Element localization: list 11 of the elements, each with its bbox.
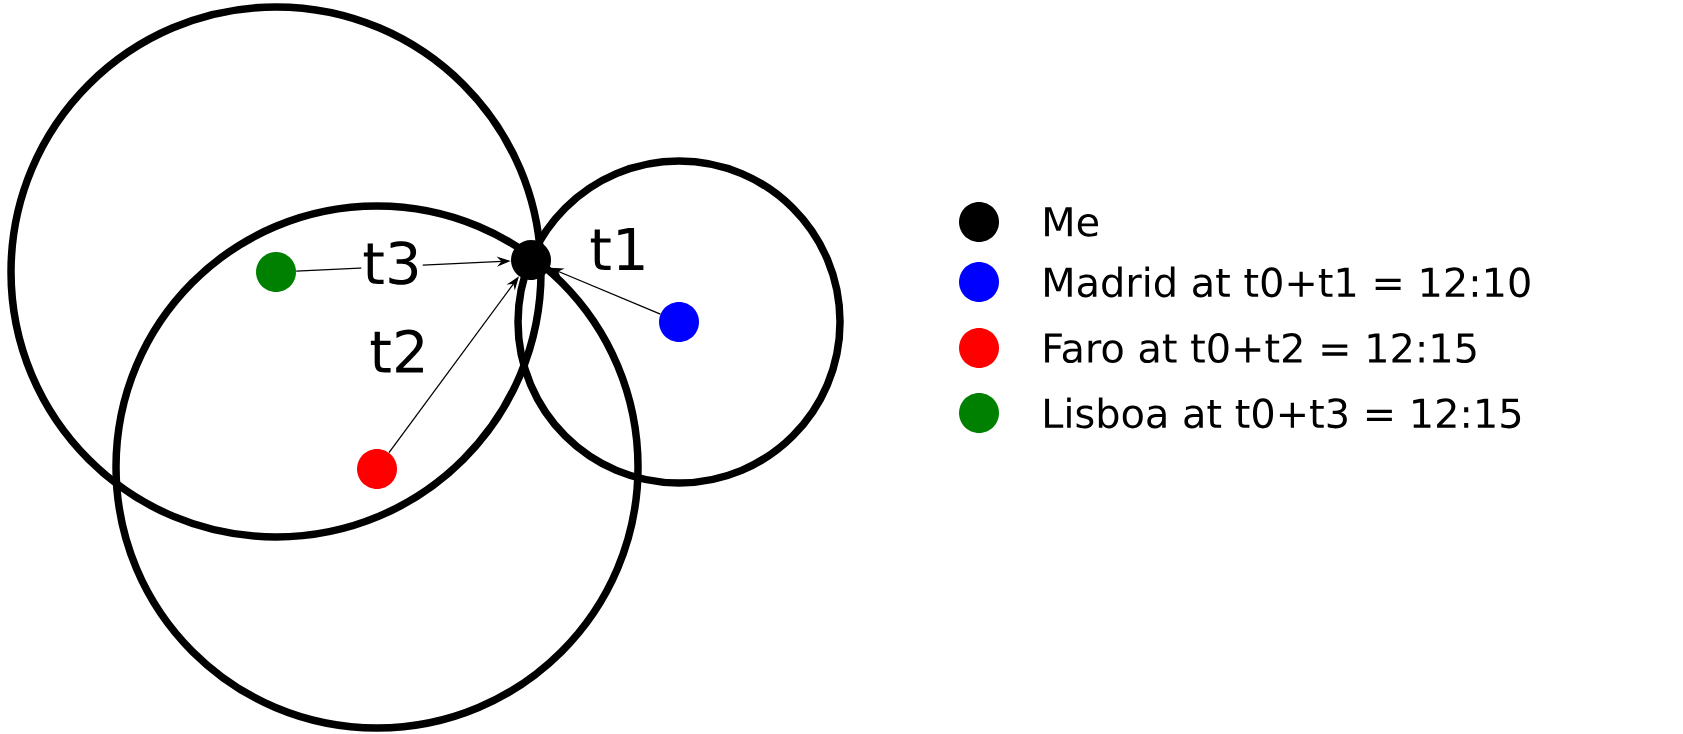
edge-label: t2 xyxy=(368,328,430,374)
location-dot xyxy=(256,252,296,292)
location-dot xyxy=(659,302,699,342)
edge-label: t1 xyxy=(588,226,650,272)
location-dot xyxy=(357,449,397,489)
legend-label: Faro at t0+t2 = 12:15 xyxy=(1045,332,1476,364)
legend-label: Me xyxy=(1045,207,1098,237)
legend-label: Lisboa at t0+t3 = 12:15 xyxy=(1045,397,1521,429)
legend-label: Madrid at t0+t1 = 12:10 xyxy=(1045,266,1530,298)
location-dot xyxy=(511,240,551,280)
edge-label: t3 xyxy=(361,240,423,286)
